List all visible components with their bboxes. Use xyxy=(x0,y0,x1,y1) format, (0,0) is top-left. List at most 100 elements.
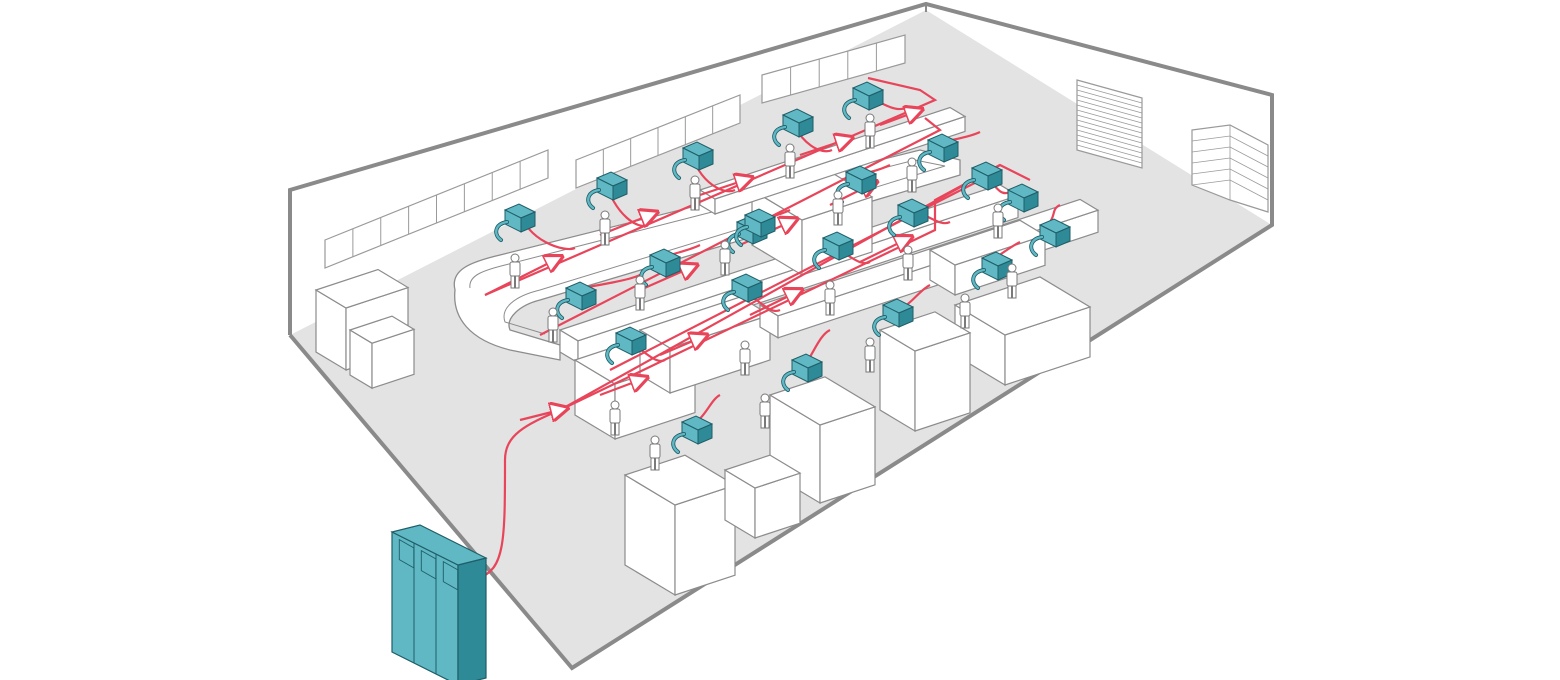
unit-side xyxy=(612,179,628,201)
wall-fixtures xyxy=(1076,79,1269,213)
worker-leg xyxy=(790,165,795,179)
worker-body xyxy=(1006,271,1018,287)
worker-leg xyxy=(785,165,790,179)
worker-leg xyxy=(903,267,908,281)
unit-side xyxy=(520,211,536,233)
window-row xyxy=(324,34,906,269)
unit-arm-inner xyxy=(873,315,887,337)
worker-leg xyxy=(720,262,725,276)
worker-icon xyxy=(689,175,701,211)
worker-icon xyxy=(992,203,1004,239)
duct-segment xyxy=(859,240,905,263)
worker-head xyxy=(993,203,1003,213)
shutter-slat xyxy=(1076,119,1143,139)
shutter-slat xyxy=(1076,89,1143,109)
duct-segment xyxy=(484,76,938,297)
worker-head xyxy=(785,143,795,153)
bench-top xyxy=(768,376,877,426)
worker-icon xyxy=(649,435,661,471)
unit-arm-inner xyxy=(672,432,686,454)
filter-panel xyxy=(442,560,459,591)
duct-segment xyxy=(484,260,555,296)
workbench-icon xyxy=(698,106,967,216)
worker-head xyxy=(720,240,730,250)
worker-leg xyxy=(640,297,645,311)
worker-body xyxy=(719,248,731,264)
duct-segment xyxy=(519,410,560,420)
worker-head xyxy=(903,245,913,255)
worker-leg xyxy=(760,415,765,429)
worker-head xyxy=(907,157,917,167)
bench-top xyxy=(348,315,416,344)
worker-leg xyxy=(870,135,875,149)
worker-body xyxy=(864,121,876,137)
unit-side xyxy=(807,361,823,383)
machine-icon xyxy=(723,454,802,540)
shutter-slat xyxy=(1076,94,1143,114)
workers xyxy=(509,113,1018,471)
worker-icon xyxy=(832,190,844,226)
worker-body xyxy=(599,218,611,234)
worker-icon xyxy=(719,240,731,276)
worker-head xyxy=(1007,263,1017,273)
bench-top xyxy=(314,268,410,309)
worker-leg xyxy=(605,232,610,246)
shutter-slat xyxy=(1076,114,1143,134)
extractor-units xyxy=(494,81,1072,454)
worker-icon xyxy=(902,245,914,281)
unit-arm-inner xyxy=(587,188,601,210)
extractor-unit-icon xyxy=(887,198,930,237)
unit-arm-inner xyxy=(962,178,976,200)
worker-leg xyxy=(1012,285,1017,299)
unit-arm-inner xyxy=(556,298,570,320)
extractor-unit-icon xyxy=(961,161,1004,200)
extractor-unit-icon xyxy=(812,231,855,270)
worker-icon xyxy=(864,337,876,373)
duct-segment xyxy=(879,112,915,127)
worker-leg xyxy=(1007,285,1012,299)
unit-arm-inner xyxy=(773,125,787,147)
worker-leg xyxy=(510,275,515,289)
worker-leg xyxy=(515,275,520,289)
unit-side xyxy=(868,89,884,111)
worker-leg xyxy=(600,232,605,246)
worker-leg xyxy=(993,225,998,239)
duct-segment xyxy=(659,338,700,357)
unit-side xyxy=(760,216,776,238)
unit-arm-inner xyxy=(1030,235,1044,257)
worker-head xyxy=(825,280,835,290)
extractor-unit-icon xyxy=(772,108,815,147)
extractor-unit-icon xyxy=(971,251,1014,290)
worker-body xyxy=(906,165,918,181)
filter-side xyxy=(457,557,487,680)
extractor-unit-icon xyxy=(671,415,714,454)
unit-side xyxy=(581,289,597,311)
worker-body xyxy=(902,253,914,269)
worker-leg xyxy=(912,179,917,193)
worker-body xyxy=(634,283,646,299)
unit-arm-inner xyxy=(606,343,620,365)
shutter-slat xyxy=(1076,84,1143,104)
worker-leg xyxy=(615,422,620,436)
unit-side xyxy=(665,256,681,278)
worker-icon xyxy=(739,340,751,376)
worker-icon xyxy=(509,253,521,289)
worker-leg xyxy=(553,329,558,343)
machine-icon xyxy=(348,315,416,390)
worker-leg xyxy=(833,212,838,226)
worker-icon xyxy=(824,280,836,316)
worker-leg xyxy=(635,297,640,311)
roller-shutter-door-icon xyxy=(1076,79,1143,169)
central-filter-unit-icon xyxy=(390,524,488,680)
worker-body xyxy=(689,183,701,199)
shutter-slat xyxy=(1076,139,1143,159)
window-icon xyxy=(575,94,741,189)
extractor-unit-icon xyxy=(917,133,960,172)
worker-leg xyxy=(907,179,912,193)
worker-body xyxy=(509,261,521,277)
unit-side xyxy=(913,206,929,228)
floor xyxy=(290,10,1272,668)
worker-leg xyxy=(745,362,750,376)
unit-side xyxy=(697,423,713,445)
extractor-unit-icon xyxy=(842,81,885,120)
